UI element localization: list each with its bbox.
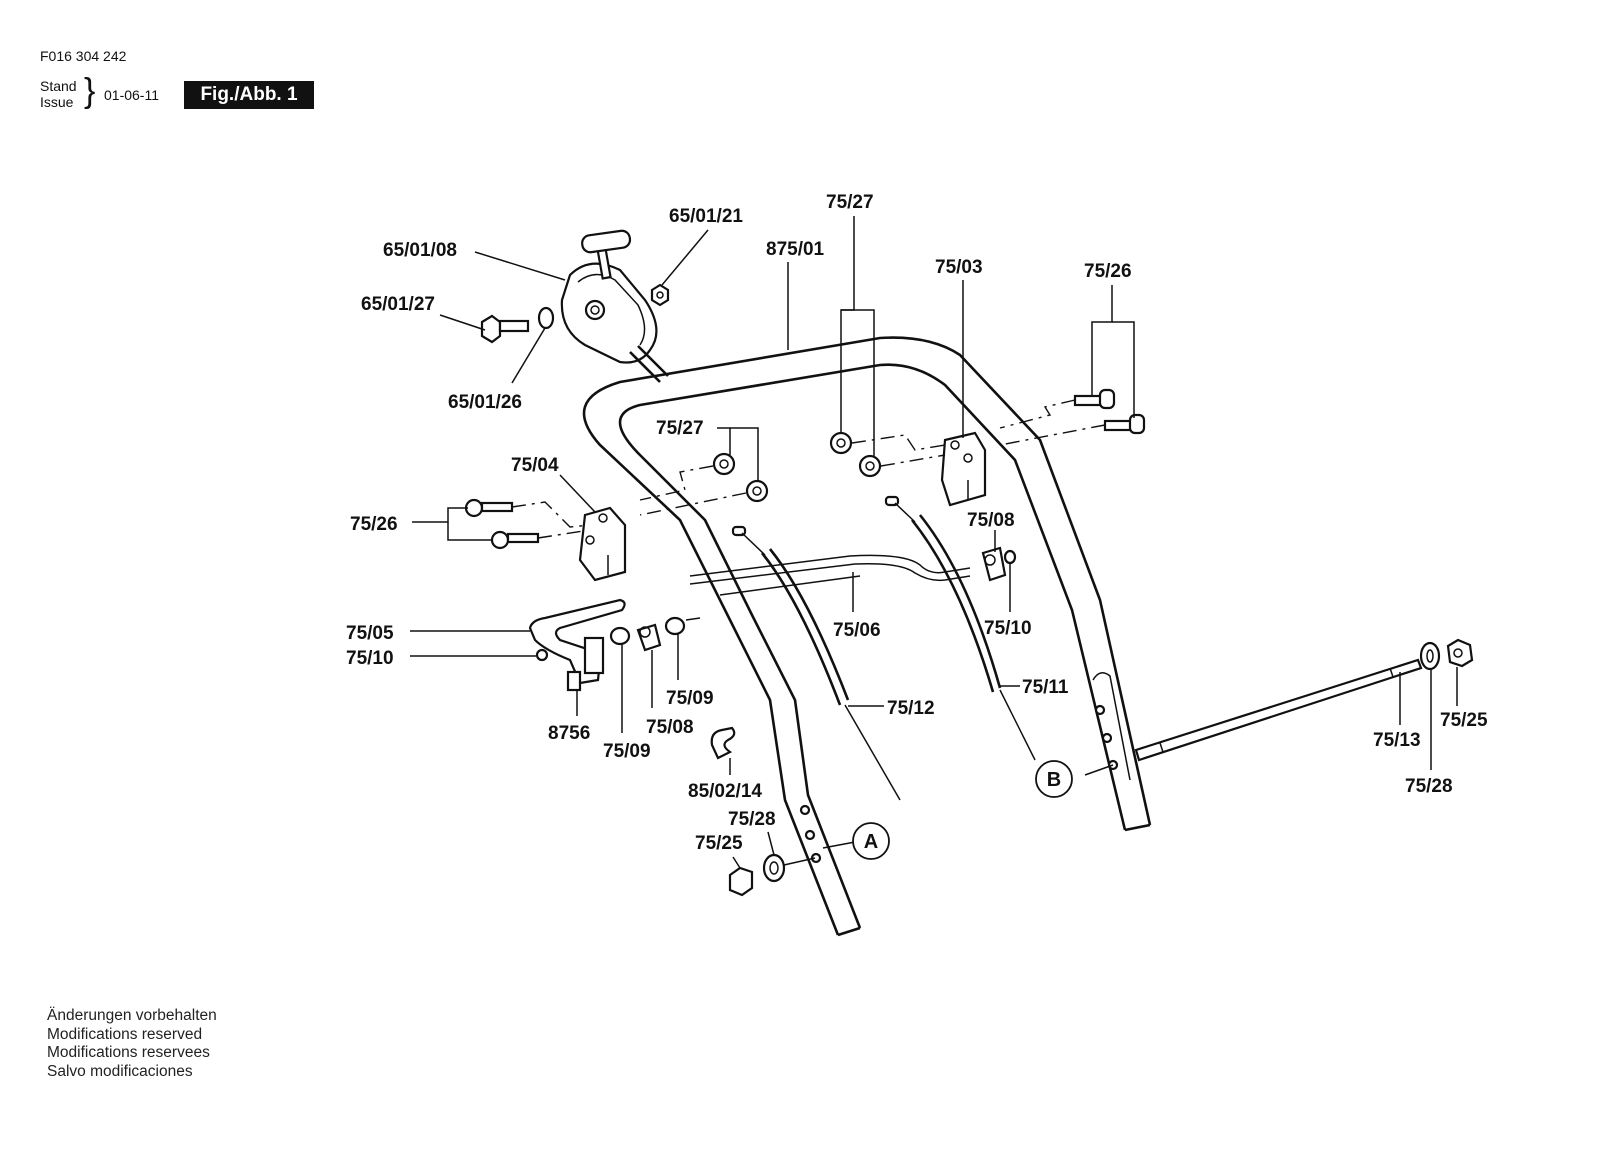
stand-issue-labels: Stand Issue xyxy=(40,78,77,110)
reference-marker-b: B xyxy=(1035,760,1073,798)
callout-7527-mid: 75/27 xyxy=(656,418,704,439)
nut-7527-top-b xyxy=(858,454,882,478)
screw-7526-left-lower xyxy=(490,530,540,550)
callout-7503: 75/03 xyxy=(935,257,983,278)
clip-7508-right xyxy=(981,546,1007,582)
figure-badge: Fig./Abb. 1 xyxy=(184,81,314,109)
callout-650121: 65/01/21 xyxy=(669,206,743,227)
nut-650121 xyxy=(650,283,670,307)
brace-icon: } xyxy=(84,72,96,110)
rod-7506 xyxy=(689,554,971,596)
callout-7511: 75/11 xyxy=(1022,677,1069,698)
callout-650108: 65/01/08 xyxy=(383,240,457,261)
marker-a-label: A xyxy=(864,831,878,853)
pin-7510-left xyxy=(535,648,549,662)
callout-7508-right: 75/08 xyxy=(967,510,1015,531)
callout-7528-right: 75/28 xyxy=(1405,776,1453,797)
callout-7506: 75/06 xyxy=(833,620,881,641)
callout-7510-right: 75/10 xyxy=(984,618,1032,639)
threaded-rod-7513 xyxy=(1134,658,1423,762)
spacer-7509-lower xyxy=(609,626,631,646)
washer-7528-left xyxy=(762,853,786,883)
nut-7525-left xyxy=(728,866,754,897)
callout-7527-top: 75/27 xyxy=(826,192,874,213)
callout-7504: 75/04 xyxy=(511,455,559,476)
bracket-7504 xyxy=(578,506,627,582)
clip-850214 xyxy=(710,726,736,760)
nut-7527-top-a xyxy=(829,431,853,455)
note-line: Änderungen vorbehalten xyxy=(47,1007,217,1024)
washer-7528-right xyxy=(1419,641,1441,671)
reference-marker-a: A xyxy=(852,822,890,860)
callout-7526-right: 75/26 xyxy=(1084,261,1132,282)
screw-7526-right-lower xyxy=(1103,413,1146,435)
callout-7513: 75/13 xyxy=(1373,730,1421,751)
throttle-lever-assembly xyxy=(560,229,669,383)
handle-tube xyxy=(582,336,1152,937)
callout-7509-upper: 75/09 xyxy=(666,688,714,709)
part-number: F016 304 242 xyxy=(40,48,127,64)
callout-7505: 75/05 xyxy=(346,623,394,644)
callout-7508-left: 75/08 xyxy=(646,717,694,738)
callout-7510-left: 75/10 xyxy=(346,648,394,669)
note-line: Modifications reserved xyxy=(47,1025,203,1043)
lever-7505 xyxy=(528,598,626,685)
bolt-650127 xyxy=(480,314,530,344)
spacer-7509-upper xyxy=(664,616,686,636)
callout-7525-right: 75/25 xyxy=(1440,710,1488,731)
callout-7509-lower: 75/09 xyxy=(603,741,651,762)
nut-7525-right xyxy=(1446,638,1474,668)
stand-label: Stand xyxy=(40,78,77,94)
marker-b-label: B xyxy=(1047,769,1061,791)
nut-7527-mid-b xyxy=(745,479,769,503)
modification-notice: Änderungen vorbehalten Modifications res… xyxy=(47,1007,217,1081)
bracket-7503 xyxy=(940,431,987,507)
callout-650127: 65/01/27 xyxy=(361,294,435,315)
screw-7526-right-upper xyxy=(1073,388,1116,410)
screw-7526-left-upper xyxy=(464,498,514,518)
clip-7508-left xyxy=(636,623,662,652)
callout-7528-left: 75/28 xyxy=(728,809,776,830)
note-line: Salvo modificaciones xyxy=(47,1062,193,1080)
leader-lines xyxy=(410,216,1458,869)
cable-7511 xyxy=(884,495,1036,761)
nut-7527-mid-a xyxy=(712,452,736,476)
callout-7525-left: 75/25 xyxy=(695,833,743,854)
callout-650126: 65/01/26 xyxy=(448,392,522,413)
callout-7512: 75/12 xyxy=(887,698,935,719)
washer-650126 xyxy=(537,306,555,330)
pin-7510-right xyxy=(1003,549,1017,565)
cable-7512 xyxy=(731,525,901,801)
callout-850214: 85/02/14 xyxy=(688,781,762,802)
note-line: Modifications reservees xyxy=(47,1044,210,1061)
callout-7526-left: 75/26 xyxy=(350,514,398,535)
issue-label: Issue xyxy=(40,94,74,110)
part-8756 xyxy=(566,670,582,692)
callout-87501: 875/01 xyxy=(766,239,825,260)
callout-8756: 8756 xyxy=(548,723,590,744)
issue-date: 01-06-11 xyxy=(104,87,160,103)
